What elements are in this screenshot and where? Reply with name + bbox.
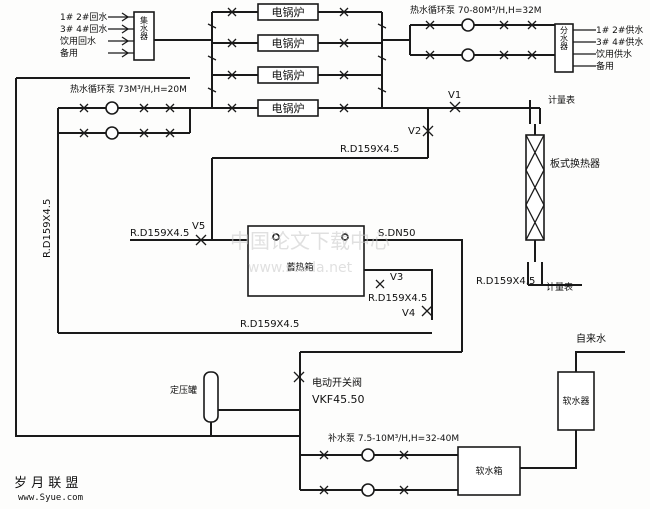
left-pump-label: 热水循环泵 73M³/H,H=20M <box>70 83 187 95</box>
boiler-3-label: 电锅炉 <box>272 69 305 82</box>
inlet-label-3: 饮用回水 <box>60 35 96 47</box>
valve-v4-symbol <box>421 305 433 317</box>
upper-pump-a <box>461 18 475 32</box>
outer-left-loop <box>15 78 300 437</box>
tank-gauge-right <box>341 233 349 241</box>
motor-valve-label: 电动开关阀 <box>312 376 362 389</box>
makeup-pump-b <box>361 483 375 497</box>
inlet-label-4: 备用 <box>60 47 78 59</box>
supply-label: S.DN50 <box>378 228 415 239</box>
boiler-2 <box>257 34 319 52</box>
outlet-label-2: 3# 4#供水 <box>596 36 643 48</box>
makeup-pump-loop <box>300 454 458 491</box>
tank-gauge-left <box>272 233 280 241</box>
tap-water-line <box>575 351 625 372</box>
tank-outlet-label: R.D159X4.5 <box>368 293 427 304</box>
meter-top-label: 计量表 <box>548 94 575 106</box>
heat-exchanger-label: 板式换热器 <box>550 157 600 170</box>
softener <box>557 371 595 431</box>
meter-bottom-line <box>527 262 582 286</box>
softener-label: 软水器 <box>562 395 589 407</box>
makeup-pump-a <box>361 448 375 462</box>
soft-water-tank <box>457 446 521 496</box>
collector-label: 集水器 <box>140 15 149 41</box>
valve-v2-label: V2 <box>408 126 421 137</box>
expansion-tank-pipe <box>210 409 300 436</box>
boiler-2-label: 电锅炉 <box>272 37 305 50</box>
boiler-4 <box>257 99 319 117</box>
upper-pump-loop <box>409 24 555 56</box>
watermark-cn: 中国论文下载中心 <box>230 229 390 253</box>
meter-top-line <box>529 100 541 124</box>
boiler-valves <box>207 7 387 113</box>
left-pump-valves <box>79 103 175 138</box>
distributor-label: 分水器 <box>560 26 569 51</box>
upper-pump-label: 热水循环泵 70-80M³/H,H=32M <box>410 4 542 16</box>
boiler-3 <box>257 66 319 84</box>
outlet-label-3: 饮用供水 <box>596 48 632 60</box>
valve-v1-label: V1 <box>448 90 461 101</box>
storage-tank-label: 蓄热箱 <box>286 261 313 273</box>
left-vertical-label: R.D159X4.5 <box>42 199 53 258</box>
motor-valve-symbol <box>293 371 305 383</box>
upper-pump-b <box>461 48 475 62</box>
heat-exchanger-hatch <box>525 134 545 241</box>
left-pump-loop <box>57 107 212 134</box>
left-pump-b <box>105 126 119 140</box>
footer-url: www.Syue.com <box>18 493 83 503</box>
lower-return-label: R.D159X4.5 <box>240 319 299 330</box>
upper-return-label: R.D159X4.5 <box>340 144 399 155</box>
boiler-1 <box>257 3 319 21</box>
distributor-box <box>554 23 574 73</box>
soft-water-tank-label: 软水箱 <box>475 465 502 477</box>
inlet-label-2: 3# 4#回水 <box>60 23 107 35</box>
to-hx-label: R.D159X4.5 <box>476 276 535 287</box>
upper-pump-valves <box>425 20 537 60</box>
makeup-pump-valves <box>319 450 409 495</box>
boiler-1-label: 电锅炉 <box>272 6 305 19</box>
valve-v5-label: V5 <box>192 221 205 232</box>
left-pump-a <box>105 101 119 115</box>
outlet-label-4: 备用 <box>596 60 614 72</box>
expansion-tank-label: 定压罐 <box>170 384 197 396</box>
outlet-lines <box>573 29 596 67</box>
valve-v3-label: V3 <box>390 272 403 283</box>
tank-inlet-label: R.D159X4.5 <box>130 228 189 239</box>
valve-v3-symbol <box>375 279 385 289</box>
inlet-lines <box>108 16 134 54</box>
softener-to-tank <box>520 430 577 469</box>
watermark-url: www.studa.net <box>248 260 353 276</box>
valve-v4-label: V4 <box>402 308 415 319</box>
inlet-label-1: 1# 2#回水 <box>60 11 107 23</box>
tank-outlet-line <box>364 269 433 320</box>
valve-v1-symbol <box>449 101 461 113</box>
supply-line <box>364 239 463 352</box>
makeup-pump-label: 补水泵 7.5-10M³/H,H=32-40M <box>328 432 459 444</box>
valve-v2-symbol <box>422 125 434 137</box>
footer-brand: 岁 月 联 盟 <box>14 476 78 491</box>
motor-valve-model: VKF45.50 <box>312 393 365 406</box>
tap-water-label: 自来水 <box>576 332 606 345</box>
collector-box <box>133 11 155 61</box>
boiler-4-label: 电锅炉 <box>272 102 305 115</box>
meter-bottom-label: 计量表 <box>546 281 573 293</box>
inlet-arrows <box>121 12 130 58</box>
outlet-label-1: 1# 2#供水 <box>596 24 643 36</box>
valve-v5-symbol <box>195 234 207 246</box>
expansion-tank <box>203 371 219 423</box>
